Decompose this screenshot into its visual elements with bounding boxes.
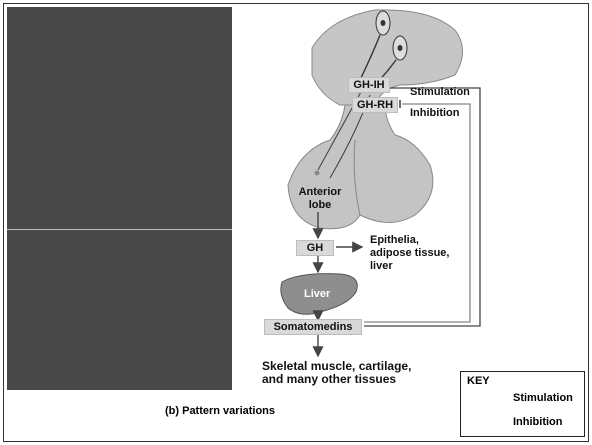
inhibition-label: Inhibition bbox=[410, 107, 460, 119]
gh-label: GH bbox=[296, 240, 334, 256]
stimulation-label: Stimulation bbox=[410, 86, 470, 98]
liver-label: Liver bbox=[304, 288, 331, 300]
figure-caption: (b) Pattern variations bbox=[165, 405, 276, 417]
anterior-lobe-label: Anterior lobe bbox=[298, 186, 342, 211]
dark-panel bbox=[7, 7, 232, 390]
gh-ih-label: GH-IH bbox=[348, 77, 390, 93]
liver-shape bbox=[280, 273, 358, 315]
key-stimulation: Stimulation bbox=[513, 392, 573, 404]
epithelia-target: Epithelia, adipose tissue, liver bbox=[370, 234, 450, 272]
skeletal-target: Skeletal muscle, cartilage, and many oth… bbox=[262, 359, 412, 386]
key-title: KEY bbox=[467, 375, 490, 387]
key-legend: KEY Stimulation Inhibition bbox=[460, 371, 585, 437]
key-inhibition: Inhibition bbox=[513, 416, 563, 428]
gh-rh-label: GH-RH bbox=[352, 97, 398, 113]
panel-divider bbox=[7, 229, 232, 230]
somatomedins-label: Somatomedins bbox=[264, 319, 362, 335]
